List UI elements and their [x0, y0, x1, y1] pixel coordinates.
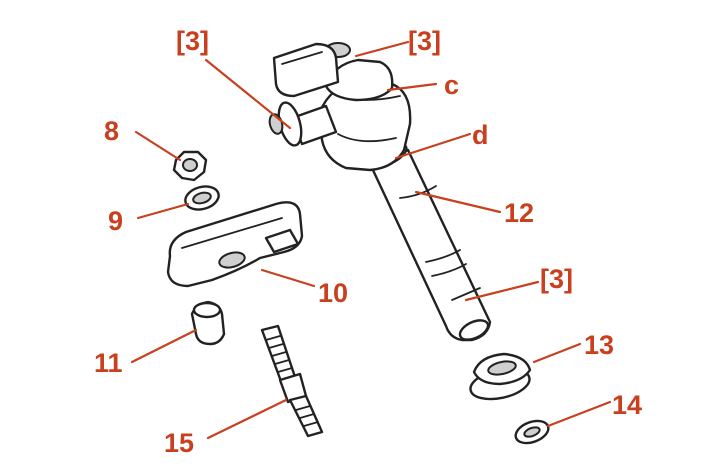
washer-9 [184, 185, 220, 211]
nozzle-tip-end [458, 319, 490, 341]
leader-11 [130, 328, 198, 364]
leader-ref3-lower [464, 280, 540, 302]
label-9: 9 [108, 206, 123, 236]
label-15: 15 [164, 428, 194, 458]
injector-12 [268, 42, 492, 342]
washer-14-inner [523, 426, 541, 438]
stud-threads-lower [295, 405, 319, 427]
callouts: [3] [3] c d 8 9 10 11 12 [3] 13 14 15 [94, 26, 642, 458]
injector-cap-c [324, 58, 394, 102]
leader-15 [206, 398, 288, 440]
label-ref3-lower: [3] [540, 264, 573, 294]
washer-9-inner [192, 191, 212, 205]
label-ref3-top-right: [3] [408, 26, 441, 56]
clamp-fork [264, 228, 300, 254]
nozzle-tip [451, 287, 481, 301]
stud-threads-upper [265, 335, 293, 373]
clamp-10 [166, 201, 304, 288]
nut-8 [172, 150, 208, 182]
seal-13-hole [487, 360, 517, 376]
electrical-connector [272, 42, 340, 98]
leader-9 [136, 202, 190, 220]
clamp-top-edge [181, 217, 283, 249]
leader-14 [546, 400, 612, 428]
clamp-body [166, 201, 304, 288]
label-13: 13 [584, 330, 614, 360]
label-c: c [444, 70, 459, 100]
washer-14 [514, 419, 550, 445]
label-d: d [472, 120, 489, 150]
sleeve-11 [190, 300, 226, 346]
sleeve-top [192, 301, 222, 319]
leader-8 [134, 130, 182, 162]
leader-lines [130, 40, 612, 440]
nozzle-ring-1 [399, 185, 437, 199]
leader-12 [414, 190, 502, 214]
label-10: 10 [318, 278, 348, 308]
leader-ref3-top-left [204, 58, 292, 130]
leader-10 [260, 268, 316, 288]
injector-nozzle-body [370, 148, 492, 342]
nut-hole [182, 158, 198, 172]
leader-13 [532, 342, 582, 364]
label-ref3-top-left: [3] [176, 26, 209, 56]
upper-body-seam-2 [337, 133, 397, 143]
label-14: 14 [612, 390, 642, 420]
stud-15 [260, 324, 324, 438]
connector-edge [281, 51, 323, 65]
label-8: 8 [104, 116, 119, 146]
leader-d [394, 132, 472, 160]
leader-c [386, 82, 438, 92]
stud-threaded-upper [260, 324, 298, 386]
leader-ref3-top-right [354, 40, 410, 58]
seal-13 [469, 352, 532, 401]
clamp-hole [218, 251, 246, 269]
label-12: 12 [504, 198, 534, 228]
nozzle-ring-2 [425, 249, 461, 263]
nozzle-ring-3 [431, 263, 467, 277]
label-11: 11 [94, 348, 123, 378]
